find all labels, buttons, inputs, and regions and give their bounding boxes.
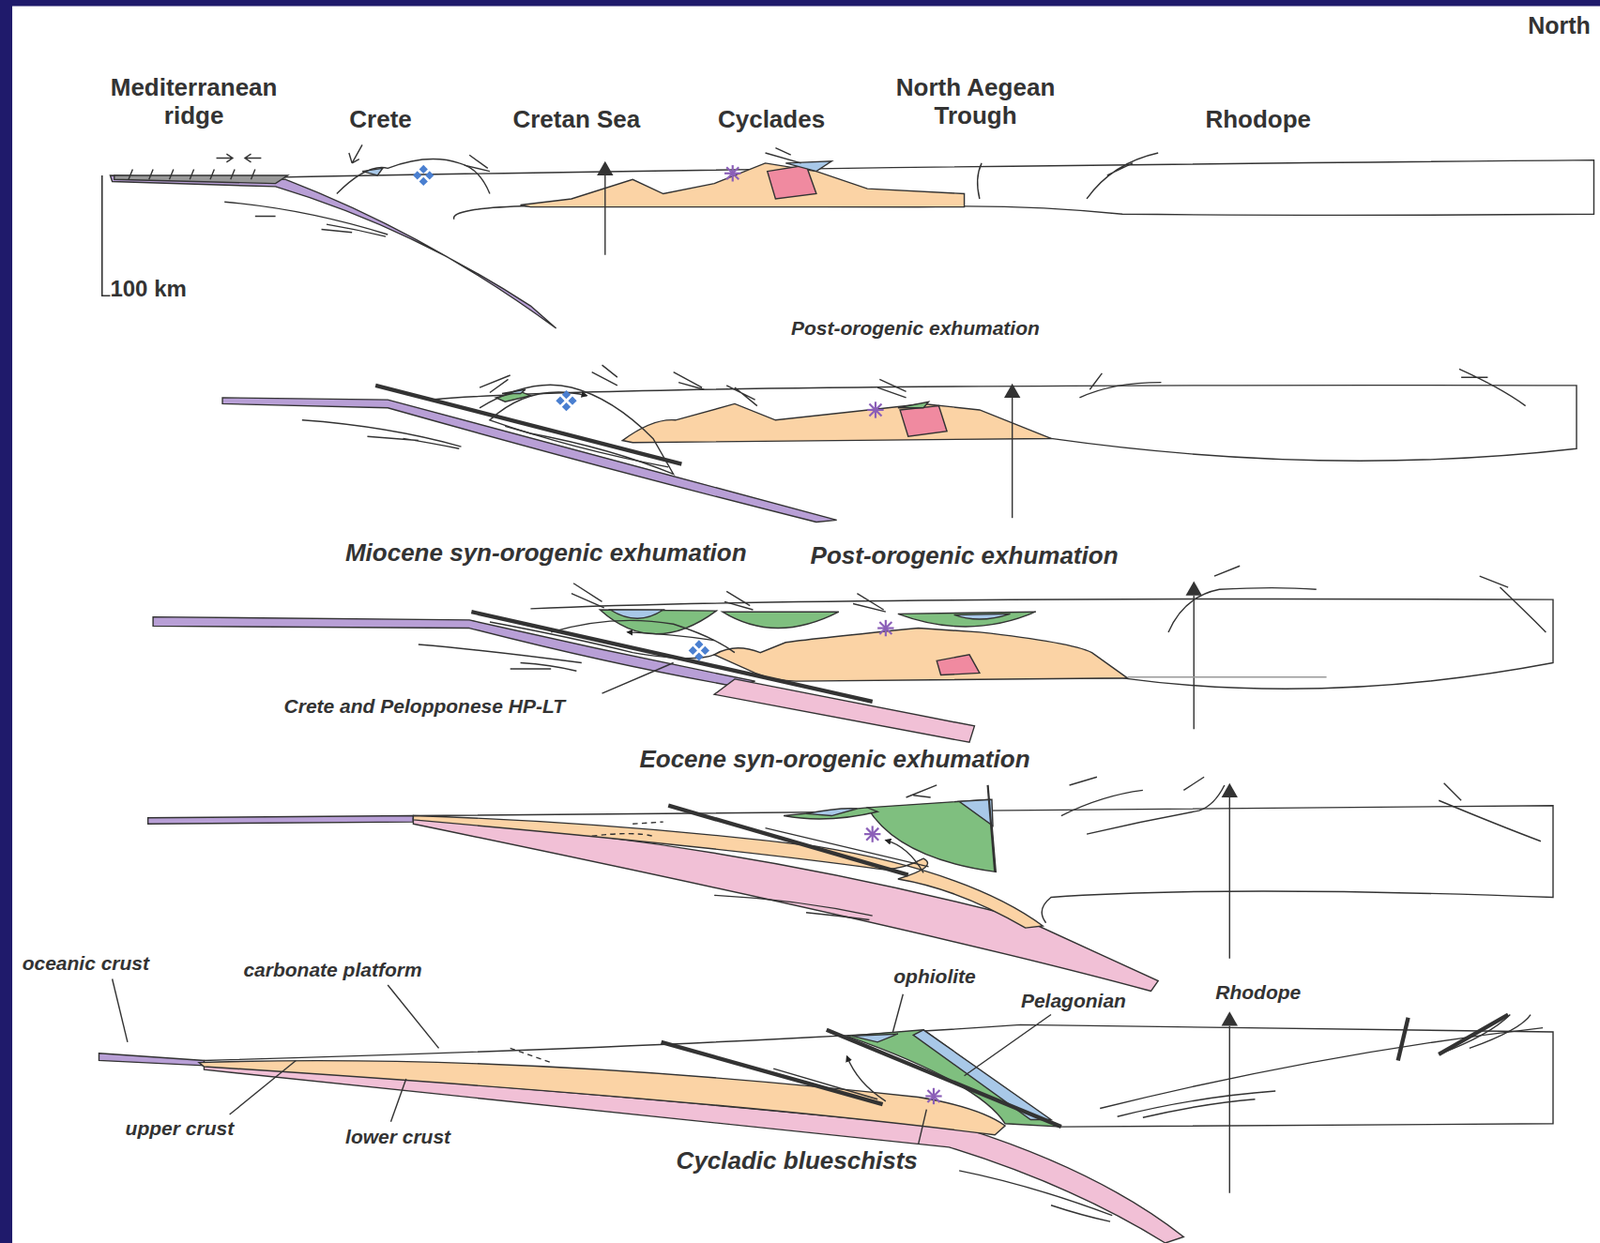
- section-label: 100 km: [109, 275, 186, 303]
- section-label: Rhodope: [1215, 981, 1301, 1005]
- section-label: Cretan Sea: [512, 106, 640, 135]
- section-label: Post-orogenic exhumation: [810, 542, 1119, 571]
- section-label: Crete: [349, 106, 412, 135]
- section-label: Post-orogenic exhumation: [791, 317, 1040, 340]
- section-label: North Aegean Trough: [882, 74, 1070, 131]
- section-label: Mediterranean ridge: [100, 74, 289, 131]
- section-label: lower crust: [345, 1126, 451, 1149]
- section-label: North: [1527, 12, 1591, 40]
- section-label: Crete and Pelopponese HP-LT: [284, 695, 566, 718]
- section-label: upper crust: [125, 1117, 235, 1141]
- section-label: Cyclades: [717, 106, 825, 135]
- section-label: Cycladic blueschists: [676, 1147, 918, 1176]
- section-label: carbonate platform: [243, 959, 422, 982]
- section-label: Eocene syn-orogenic exhumation: [639, 746, 1030, 775]
- section-label: Pelagonian: [1020, 990, 1127, 1013]
- section-label: ophiolite: [893, 965, 976, 989]
- section-label: Miocene syn-orogenic exhumation: [345, 539, 747, 568]
- symbols: [412, 161, 1238, 1105]
- section-label: Rhodope: [1204, 106, 1311, 135]
- section-label: oceanic crust: [22, 952, 150, 976]
